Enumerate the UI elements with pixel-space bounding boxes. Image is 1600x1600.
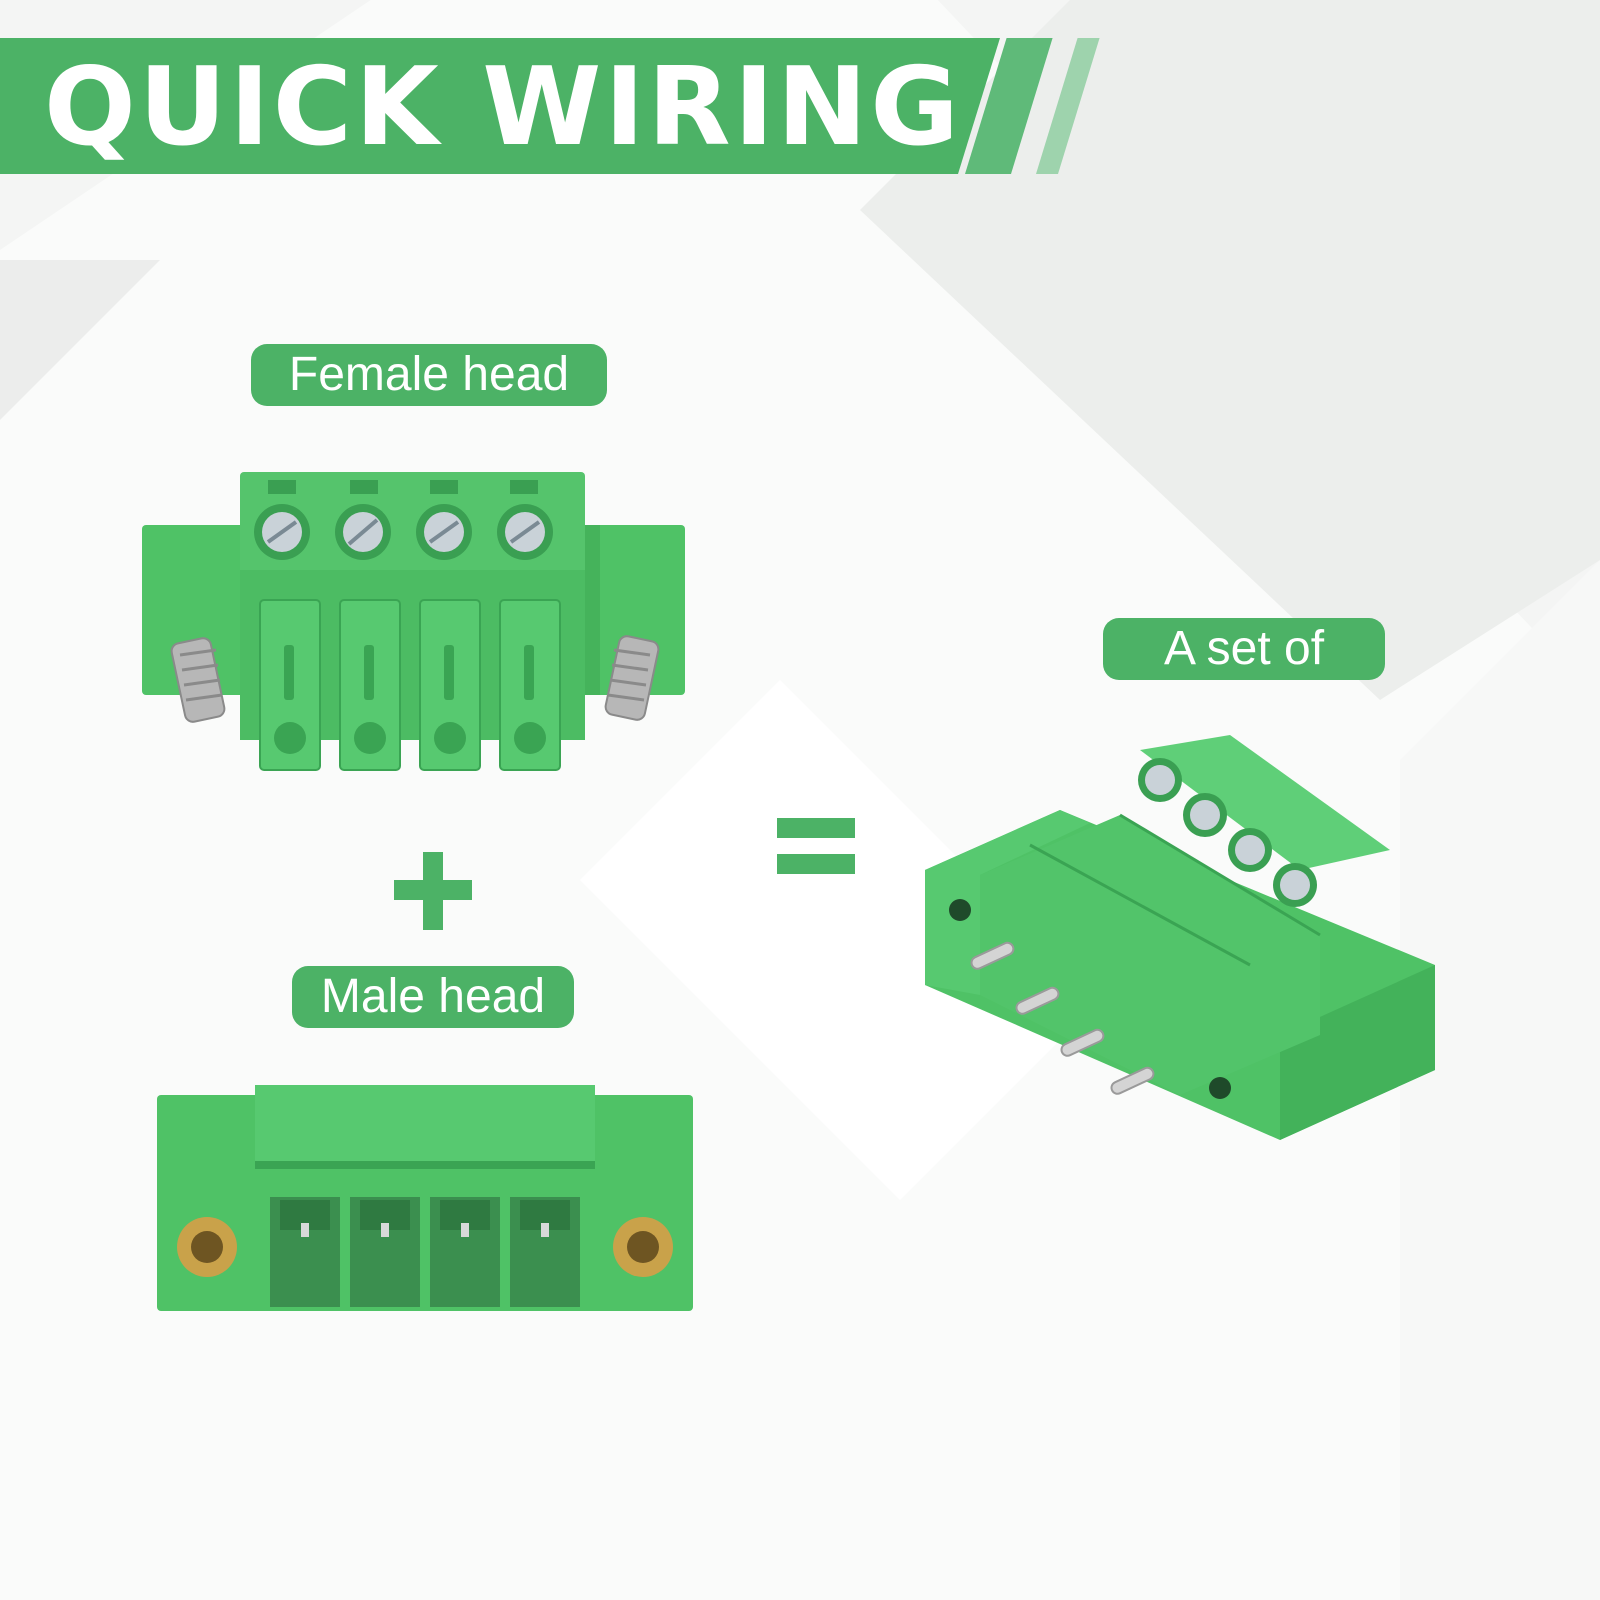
page-title: QUICK WIRING xyxy=(44,45,962,170)
title-banner xyxy=(0,38,1000,174)
set-label: A set of xyxy=(1103,618,1385,680)
assembled-connector-image xyxy=(925,735,1435,1140)
male-head-label: Male head xyxy=(292,966,574,1028)
male-connector-image xyxy=(157,1085,693,1311)
female-connector-image xyxy=(142,472,685,771)
female-head-label: Female head xyxy=(251,344,607,406)
